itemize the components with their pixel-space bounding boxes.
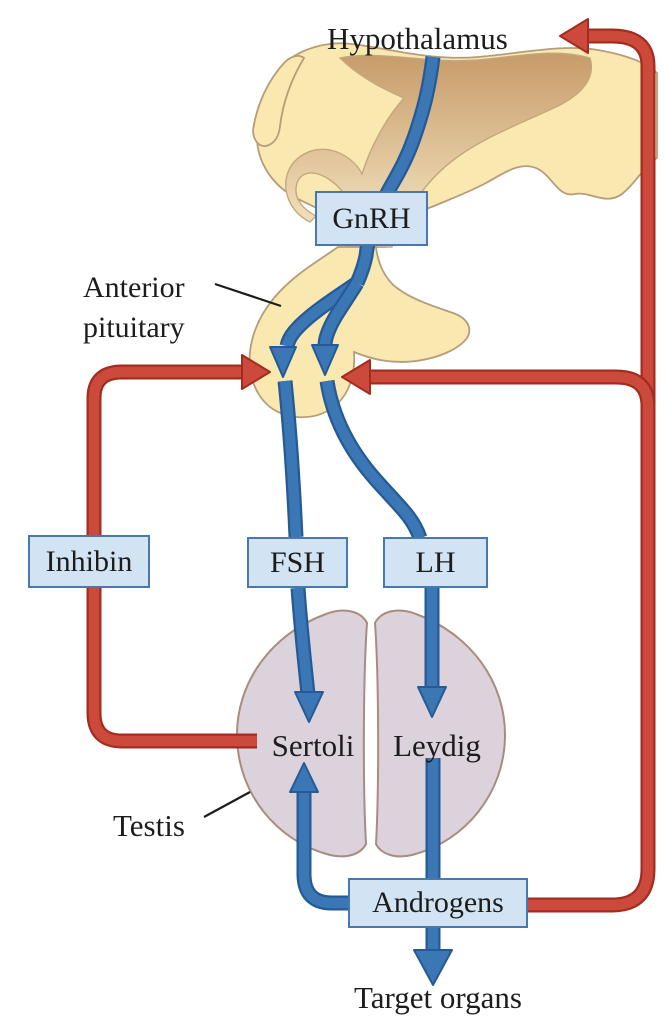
anterior-pituitary-label: Anterior pituitary <box>83 271 185 344</box>
anterior-pituitary-pointer-line <box>214 282 282 308</box>
testis-left-lobe <box>235 609 369 858</box>
testis-pointer-line <box>203 791 251 818</box>
androgens-to-target-organs-pathway <box>413 926 453 986</box>
lh-box: LH <box>383 537 488 588</box>
androgens-box: Androgens <box>348 878 528 928</box>
blue-arrowhead-androgens-to-sertoli <box>289 762 319 793</box>
red-arrowhead-to-hypothalamus <box>559 18 589 54</box>
androgen-feedback-loop <box>341 18 656 913</box>
androgens-to-sertoli-pathway <box>289 762 352 911</box>
hypothalamus-left-sliver-shape <box>252 55 306 147</box>
target-organs-label: Target organs <box>353 980 522 1015</box>
pituitary-shape <box>248 246 471 419</box>
testis-right-lobe <box>373 609 507 858</box>
blue-arrowhead-to-target-organs <box>413 949 453 986</box>
hypothalamus-label: Hypothalamus <box>327 21 508 56</box>
testis-label: Testis <box>113 808 185 843</box>
fsh-box: FSH <box>247 537 348 588</box>
inhibin-box-label: Inhibin <box>45 544 133 578</box>
fsh-pathway <box>277 380 324 723</box>
lh-pathway <box>319 379 447 718</box>
fsh-box-label: FSH <box>269 545 326 579</box>
androgens-box-label: Androgens <box>372 886 504 919</box>
red-arrowhead-to-pituitary-left <box>241 354 271 390</box>
leydig-cell-label: Leydig <box>393 728 481 763</box>
sertoli-cell-label: Sertoli <box>271 728 355 763</box>
gnrh-box: GnRH <box>315 191 428 246</box>
blue-arrowhead-gnrh-right <box>311 344 339 376</box>
lh-box-label: LH <box>415 545 456 579</box>
gnrh-box-label: GnRH <box>332 201 411 235</box>
inhibin-box: Inhibin <box>28 535 150 588</box>
red-arrowhead-to-pituitary-right <box>341 359 371 395</box>
blue-arrowhead-lh-to-leydig <box>417 686 447 718</box>
blue-arrowhead-fsh-to-sertoli <box>294 691 324 723</box>
blue-arrowhead-gnrh-left <box>269 346 297 378</box>
